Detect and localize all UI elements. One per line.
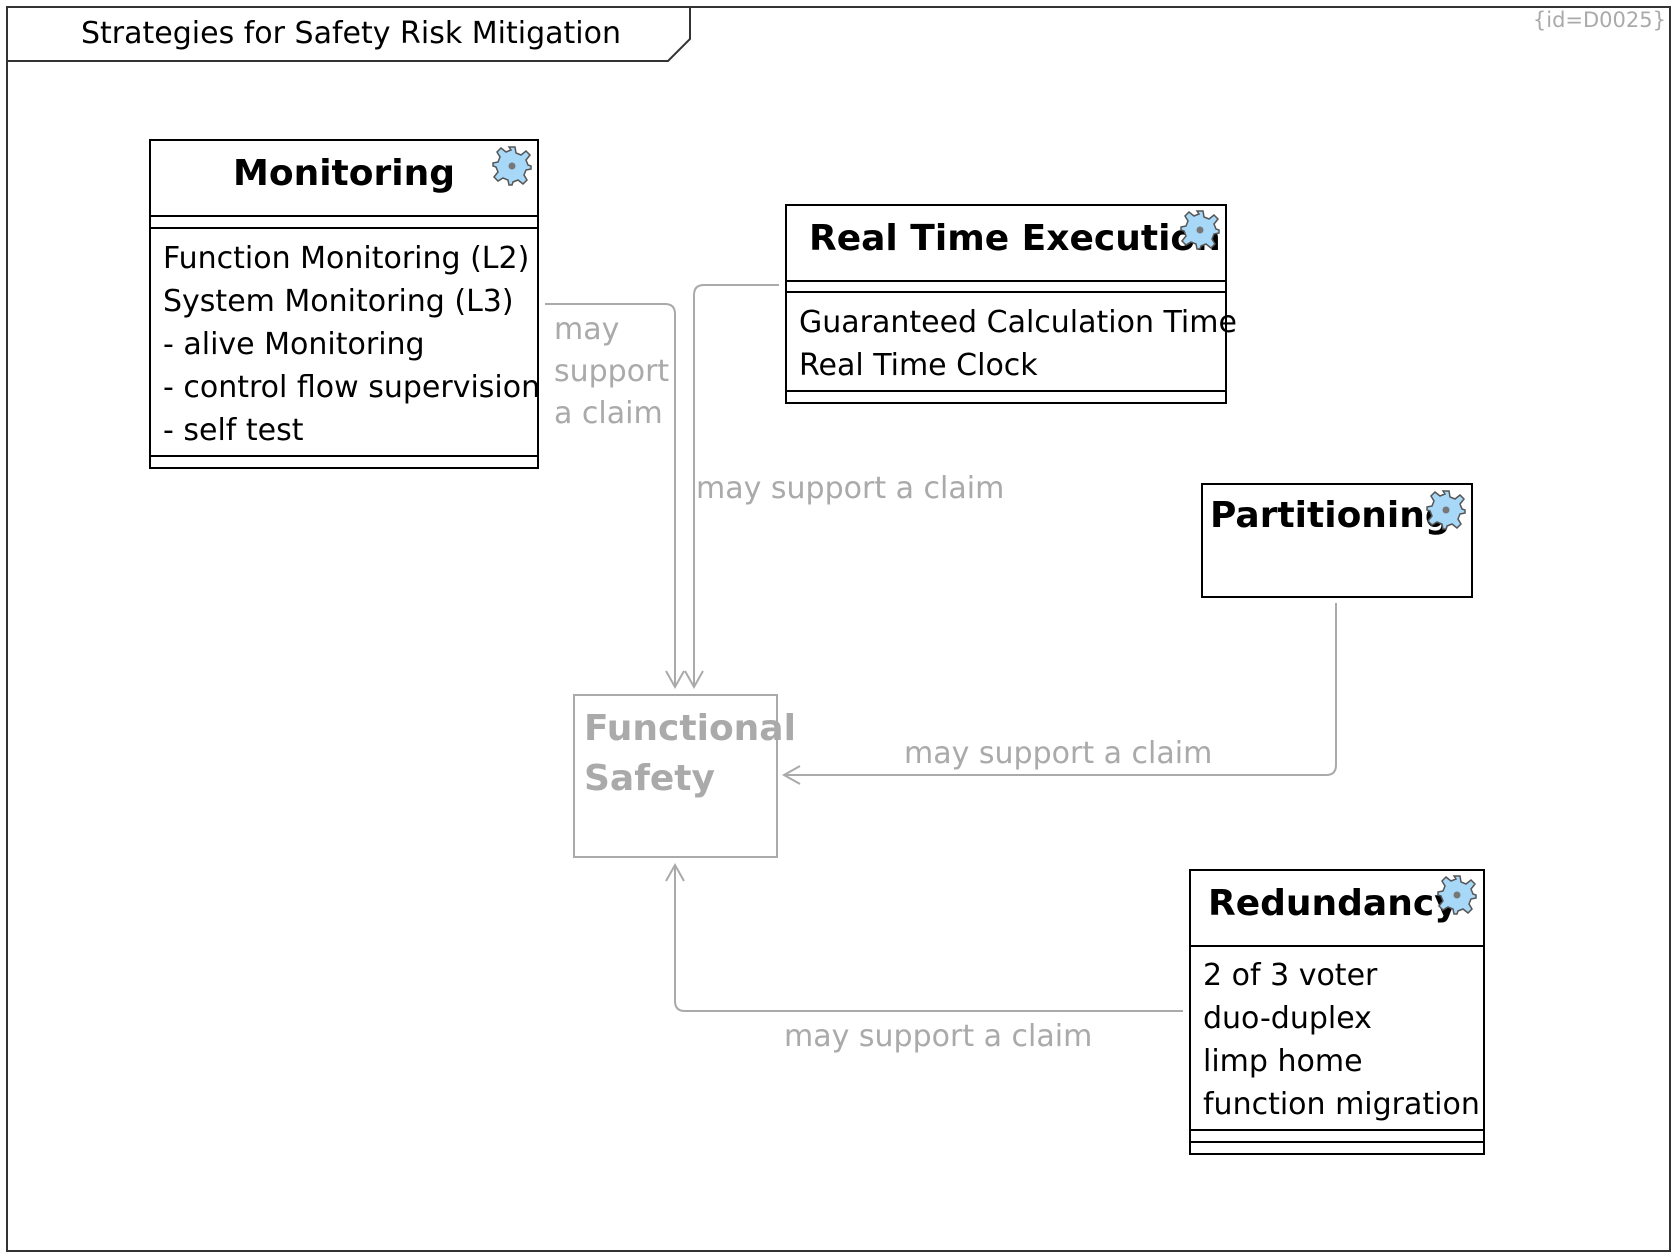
- title-tab: [6, 6, 691, 62]
- divider: [787, 390, 1225, 392]
- divider: [151, 215, 537, 217]
- connector-label-monitoring-line2: support: [554, 354, 670, 389]
- block-title: Real Time Execution: [809, 218, 1221, 259]
- connector-label-rte: may support a claim: [696, 471, 1005, 506]
- connector-partitioning: [784, 603, 1337, 776]
- divider: [1191, 1129, 1483, 1131]
- block-item: - alive Monitoring: [163, 327, 425, 362]
- block-title: Partitioning: [1210, 495, 1451, 536]
- block-item: 2 of 3 voter: [1203, 958, 1378, 993]
- block-partitioning[interactable]: Partitioning: [1201, 483, 1473, 598]
- divider: [787, 280, 1225, 282]
- block-title-line2: Safety: [584, 758, 715, 799]
- gear-icon: [1437, 875, 1477, 915]
- connector-redundancy: [674, 866, 1183, 1012]
- arrowhead-redundancy: [665, 862, 685, 882]
- block-title-line1: Functional: [584, 708, 796, 749]
- connector-rte: [693, 284, 779, 686]
- block-title: Redundancy: [1208, 883, 1458, 924]
- connector-label-monitoring-line3: a claim: [554, 396, 663, 431]
- divider: [151, 227, 537, 229]
- block-title: Monitoring: [233, 153, 455, 194]
- arrowhead-rte: [684, 670, 704, 690]
- block-redundancy[interactable]: Redundancy 2 of 3 voter duo-duplex limp …: [1189, 869, 1485, 1155]
- divider: [787, 291, 1225, 293]
- block-item: function migration: [1203, 1087, 1480, 1122]
- arrowhead-monitoring: [665, 670, 685, 690]
- gear-icon: [1426, 490, 1466, 530]
- arrowhead-partitioning: [781, 765, 801, 785]
- divider: [1191, 1141, 1483, 1143]
- connector-label-redundancy: may support a claim: [784, 1019, 1093, 1054]
- block-functional-safety[interactable]: Functional Safety: [573, 694, 796, 858]
- block-item: duo-duplex: [1203, 1001, 1372, 1036]
- gear-icon: [1180, 210, 1220, 250]
- block-item: limp home: [1203, 1044, 1363, 1079]
- block-item: System Monitoring (L3): [163, 284, 514, 319]
- block-real-time-execution[interactable]: Real Time Execution Guaranteed Calculati…: [785, 204, 1237, 404]
- diagram-title: Strategies for Safety Risk Mitigation: [81, 16, 621, 51]
- connector-monitoring: [545, 303, 676, 686]
- block-item: Function Monitoring (L2): [163, 241, 530, 276]
- diagram-frame: [6, 6, 1671, 1252]
- block-item: - control flow supervision: [163, 370, 541, 405]
- block-item: Real Time Clock: [799, 348, 1038, 383]
- block-item: - self test: [163, 413, 304, 448]
- connector-label-partitioning: may support a claim: [904, 736, 1213, 771]
- gear-icon: [492, 146, 532, 186]
- divider: [151, 455, 537, 457]
- connector-label-monitoring-line1: may: [554, 312, 620, 347]
- diagram-id: {id=D0025}: [1532, 8, 1666, 32]
- divider: [1191, 945, 1483, 947]
- block-monitoring[interactable]: Monitoring Function Monitoring (L2) Syst…: [149, 139, 541, 469]
- block-item: Guaranteed Calculation Time: [799, 305, 1237, 340]
